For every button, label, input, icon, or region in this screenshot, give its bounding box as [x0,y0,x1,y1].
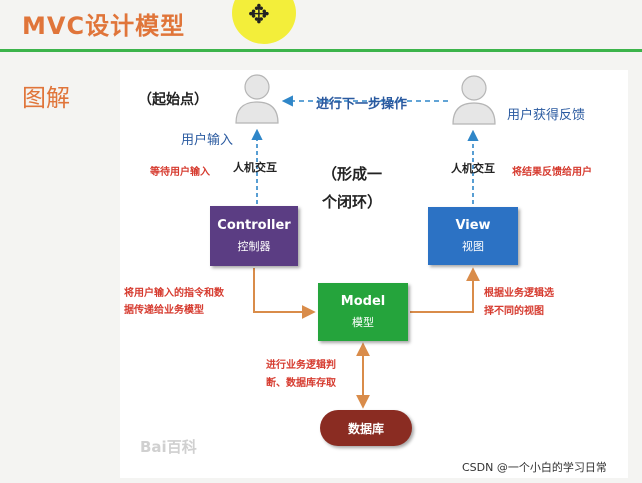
model-database-label: 进行业务逻辑判 断、数据库存取 [266,360,336,389]
closed-loop-label: （形成一 个闭环） [322,165,383,211]
view-box: View 视图 [428,207,518,265]
hci-left-label: 人机交互 [233,161,277,174]
start-point-label: （起始点） [138,92,208,108]
feedback-to-user-label: 将结果反馈给用户 [512,167,592,178]
user-icon [235,74,279,124]
controller-to-model-label: 将用户输入的指令和数 据传递给业务模型 [124,288,224,316]
model-box: Model 模型 [318,283,408,341]
model-to-view-label: 根据业务逻辑选 择不同的视图 [484,288,554,317]
next-step-label: 进行下一步操作 [316,97,408,112]
model-to-view-arrow [410,267,480,313]
csdn-watermark: CSDN @一个小白的学习日常 [462,461,607,474]
wait-input-label: 等待用户输入 [150,167,210,178]
slide-title: MVC设计模型 [22,12,186,40]
user-feedback-label: 用户获得反馈 [507,108,586,123]
cursor-move-icon: ✥ [248,0,270,30]
title-divider [0,49,642,52]
user-input-label: 用户输入 [181,133,234,148]
baike-logo: Bai百科 [140,438,197,456]
user-icon [452,75,496,125]
section-label: 图解 [22,84,70,112]
database-box: 数据库 [320,410,412,446]
controller-to-model-arrow [253,268,316,319]
controller-box: Controller 控制器 [210,206,298,266]
hci-right-label: 人机交互 [451,162,495,175]
